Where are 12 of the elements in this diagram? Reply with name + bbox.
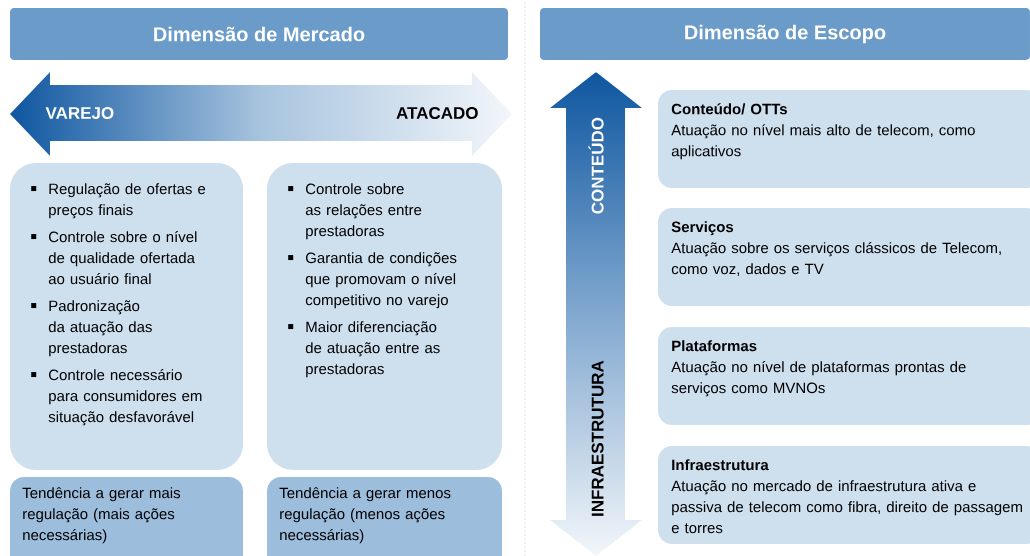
note-box: Tendência a gerar menos regulação (menos ações necessárias) — [267, 477, 502, 556]
description-card: Conteúdo/ OTTs Atuação no nível mais alto de telecom, como aplicativos — [658, 90, 1030, 188]
double-arrow: INFRAESTRUTURA CONTEÚDO — [588, 117, 604, 516]
double-arrow: VAREJO ATACADO — [45, 106, 478, 119]
description-card: Plataformas Atuação no nível de plataformas prontas de serviços como MVNOs — [658, 327, 1030, 425]
bullet-list-box: Regulação de ofertas e preços finais Controle sobre o nível de qualidade ofertada ao usuário final Padronização da atuação das prestadoras Controle necessário para consumidores em situação desfavorável — [10, 163, 243, 470]
description-card: Infraestrutura Atuação no mercado de infraestrutura ativa e passiva de telecom como fibra, direito de passagem e torres — [658, 446, 1030, 544]
description-card: Serviços Atuação sobre os serviços clássicos de Telecom, como voz, dados e TV — [658, 208, 1030, 306]
section-header: Dimensão de Mercado — [10, 8, 508, 60]
section-header: Dimensão de Escopo — [540, 8, 1030, 60]
note-box: Tendência a gerar mais regulação (mais ações necessárias) — [10, 477, 243, 556]
bullet-list-box: Controle sobre as relações entre prestadoras Garantia de condições que promovam o nível competitivo no varejo Maior diferenciação de atuação entre as prestadoras — [267, 163, 502, 470]
